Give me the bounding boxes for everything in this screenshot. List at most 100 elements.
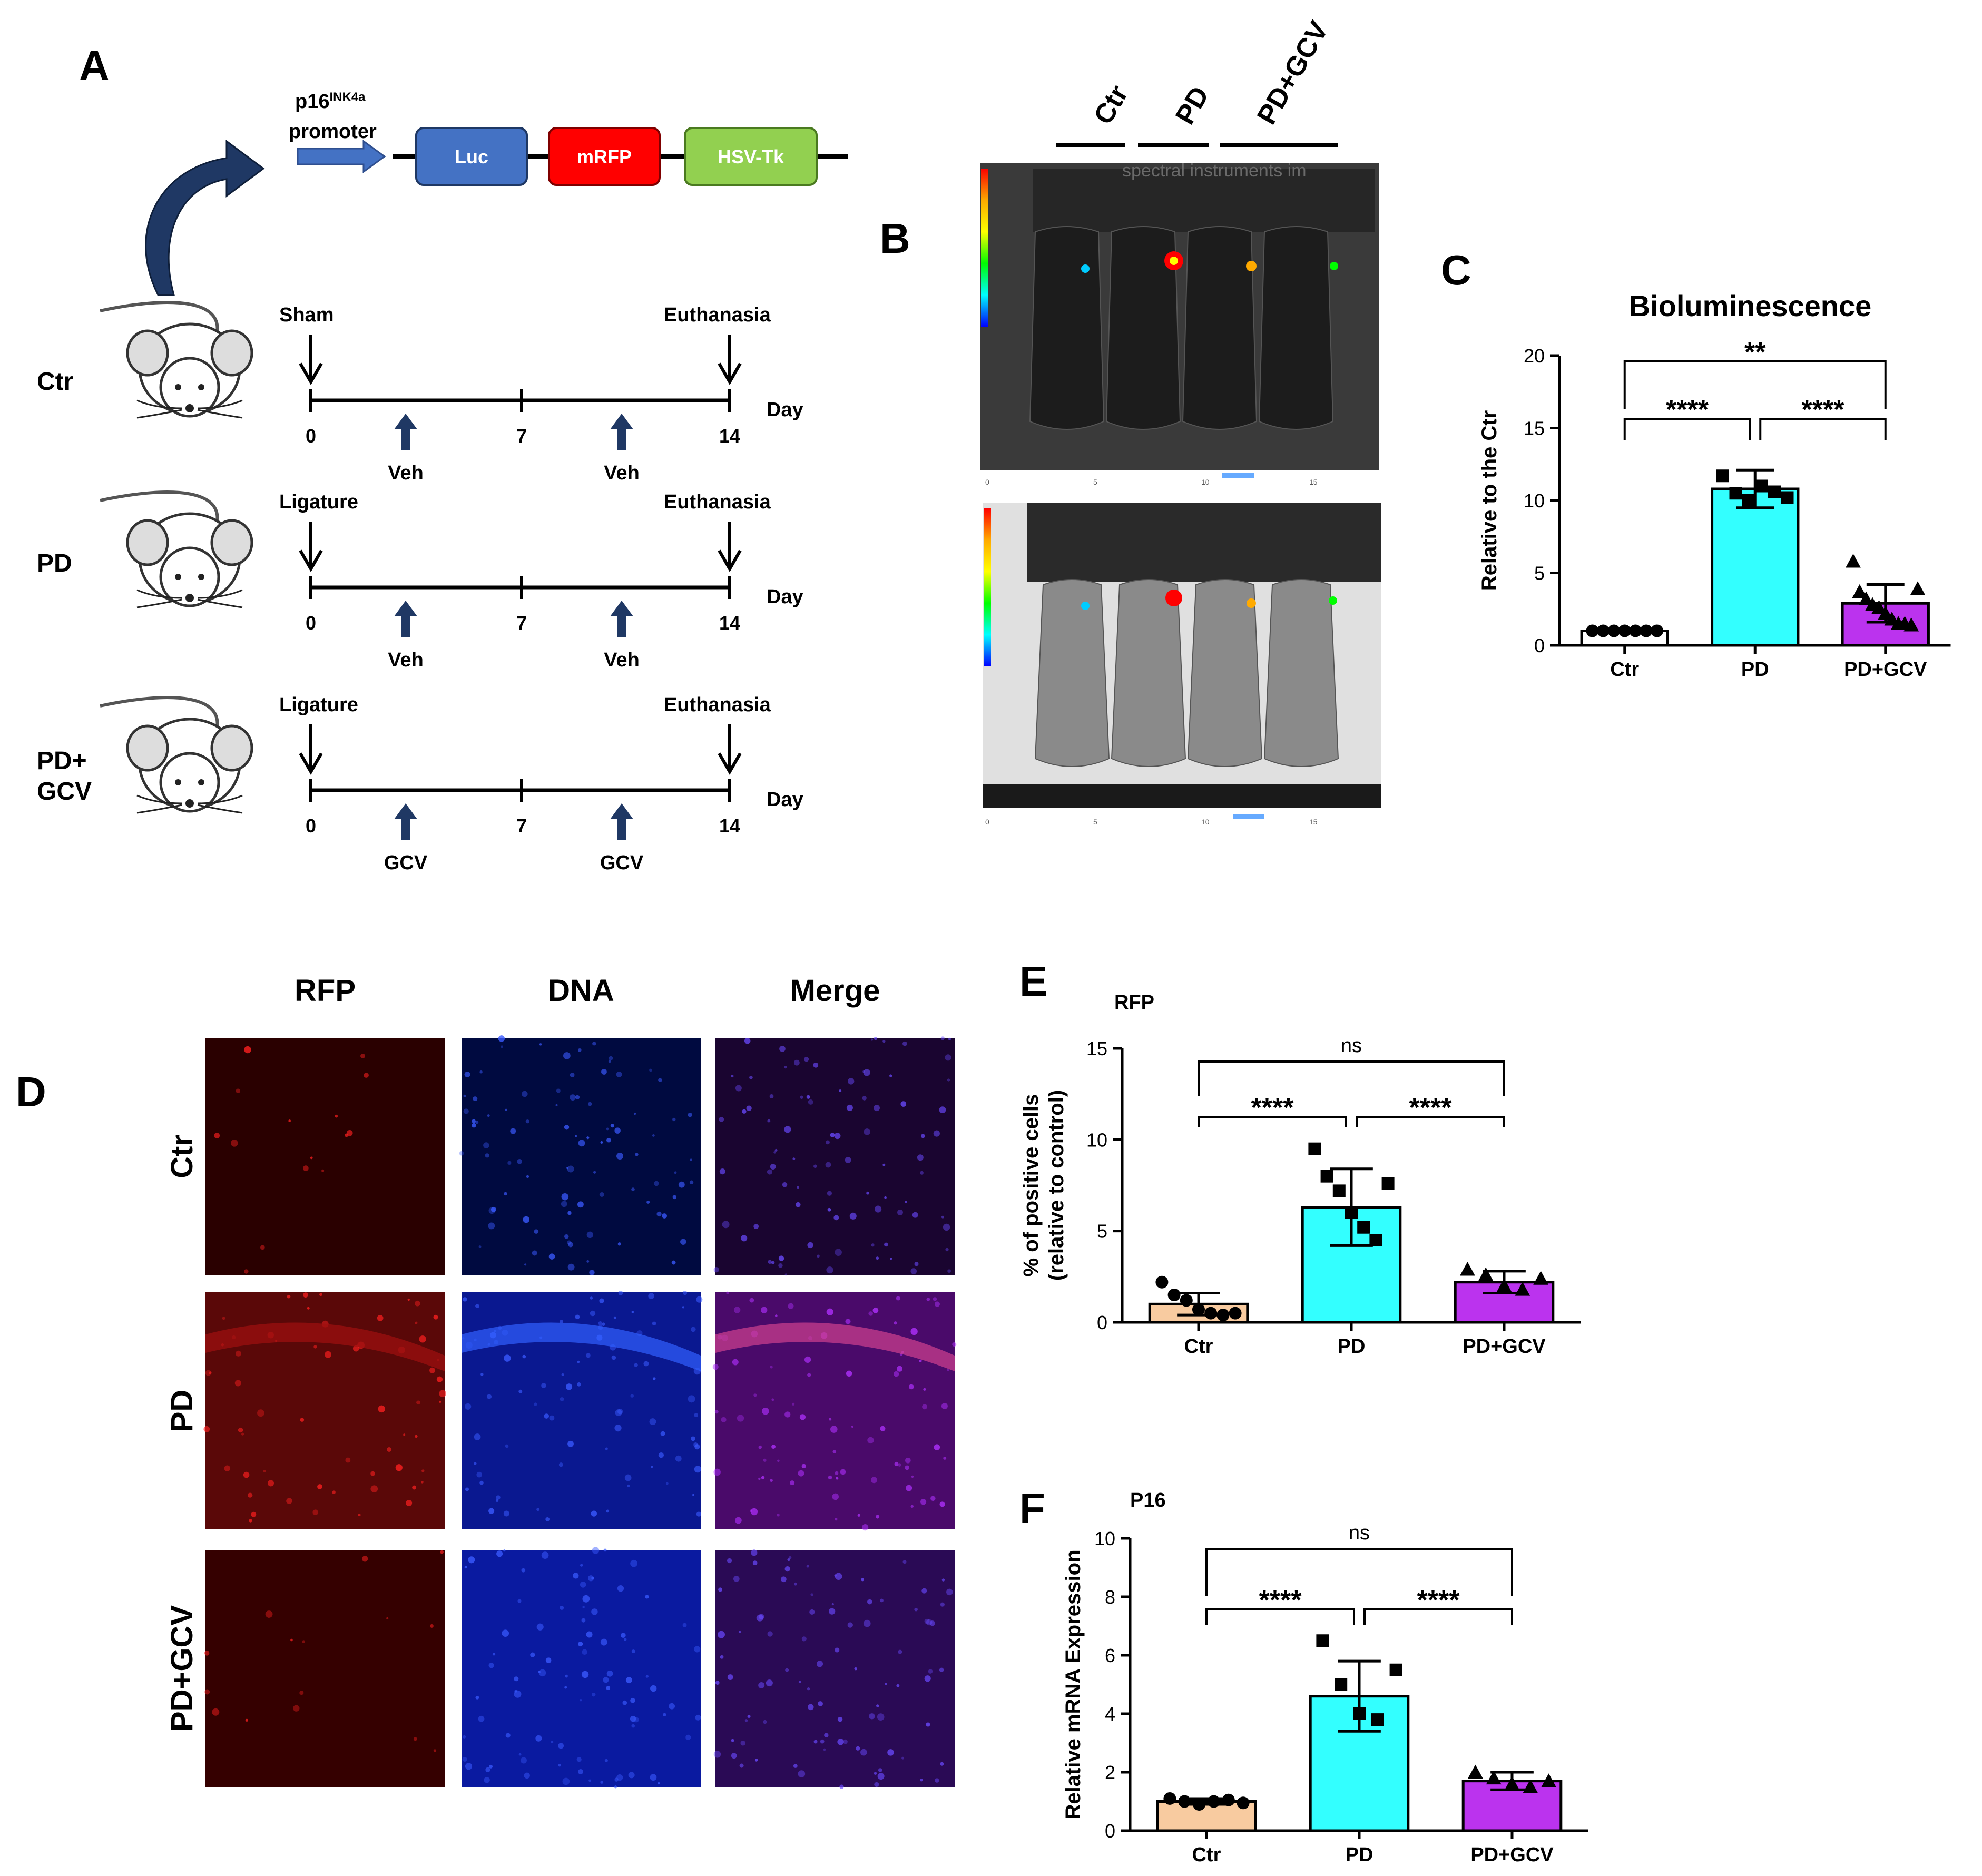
micrograph-image <box>459 1035 701 1275</box>
significance-bracket <box>1205 1608 1355 1625</box>
y-tick-label: 20 <box>1524 345 1545 367</box>
data-point <box>1460 1262 1475 1276</box>
y-tick-label: 5 <box>1534 563 1545 584</box>
x-tick-label: Ctr <box>1192 1844 1221 1866</box>
promoter-word: promoter <box>289 121 377 143</box>
data-point <box>1729 487 1742 500</box>
data-point <box>1163 1792 1176 1805</box>
data-point <box>1357 1221 1370 1234</box>
y-axis-label: Relative mRNA Expression <box>1062 1549 1085 1819</box>
data-point <box>1871 600 1887 614</box>
scale-number: 5 <box>1093 478 1097 486</box>
significance-bracket <box>1356 1116 1505 1127</box>
heat-scale-bar-bottom <box>984 508 991 666</box>
data-point <box>1852 584 1868 598</box>
timeline-tick: 0 <box>306 612 316 634</box>
data-point <box>1596 624 1610 637</box>
significance-bracket <box>1759 418 1887 440</box>
treatment-label: Veh <box>388 649 424 671</box>
data-point <box>1504 1776 1520 1791</box>
data-point <box>1216 1309 1230 1322</box>
micrograph-image <box>205 1038 445 1275</box>
timeline-tick: 14 <box>719 425 740 447</box>
data-point <box>1878 606 1893 620</box>
imaging-watermark: spectral instruments im <box>1122 161 1307 181</box>
gene-label-hsvtk: HSV-Tk <box>718 146 784 168</box>
data-point <box>1742 494 1755 507</box>
y-tick-label: 10 <box>1094 1528 1115 1549</box>
imaging-header-pd: PD <box>1170 81 1215 130</box>
data-point <box>1335 1678 1348 1691</box>
data-point <box>1486 1770 1502 1785</box>
data-point <box>1846 554 1861 568</box>
data-point <box>1858 591 1874 605</box>
scale-number: 15 <box>1309 818 1318 826</box>
gene-box-mrfp <box>548 127 661 186</box>
y-axis-label: % of positive cells <box>1019 1094 1043 1277</box>
photograph-image <box>983 503 1381 819</box>
gene-box-hsvtk <box>684 127 818 186</box>
micrograph-image <box>462 1547 701 1789</box>
imaging-header-ctr: Ctr <box>1088 80 1134 130</box>
treatment-label: Veh <box>388 462 424 484</box>
arrow-up-icon <box>394 414 417 450</box>
treatment-label: Veh <box>604 462 640 484</box>
x-tick-label: Ctr <box>1184 1335 1213 1358</box>
scale-number: 0 <box>985 818 989 826</box>
data-point <box>1345 1206 1358 1219</box>
data-point <box>1541 1773 1556 1787</box>
y-tick-label: 6 <box>1105 1645 1115 1666</box>
data-point <box>1332 1184 1346 1197</box>
significance-label: **** <box>1666 395 1709 425</box>
bar <box>1711 487 1800 647</box>
data-point <box>1618 624 1631 637</box>
data-point <box>1781 491 1794 504</box>
gene-label-luc: Luc <box>455 146 488 168</box>
y-tick-label: 10 <box>1086 1129 1107 1151</box>
scale-number: 10 <box>1201 478 1210 486</box>
scale-number: 10 <box>1201 818 1210 826</box>
significance-bracket <box>1205 1548 1513 1596</box>
data-point <box>1316 1634 1329 1647</box>
timeline-tick: 0 <box>306 425 316 447</box>
data-point <box>1640 624 1653 637</box>
promoter-arrow-icon <box>297 140 386 173</box>
timeline-tick: 14 <box>719 612 740 634</box>
micrograph-column-label: RFP <box>295 974 356 1008</box>
treatment-label: GCV <box>600 852 644 874</box>
significance-bracket <box>1623 360 1887 409</box>
panel-letter-b: B <box>880 215 910 262</box>
significance-bracket <box>1623 418 1751 440</box>
timeline-start-event: Sham <box>279 304 333 326</box>
data-point <box>1910 581 1926 595</box>
x-tick-label: PD+GCV <box>1463 1335 1546 1358</box>
mouse-icon <box>100 696 253 814</box>
data-point <box>1237 1796 1250 1810</box>
x-tick-label: PD+GCV <box>1844 659 1927 681</box>
significance-bracket <box>1198 1116 1347 1127</box>
imaging-group-headers: Ctr PD PD+GCV <box>1056 16 1338 147</box>
data-point <box>1178 1795 1191 1808</box>
significance-label: **** <box>1417 1585 1460 1616</box>
y-axis-label: (relative to control) <box>1045 1090 1068 1281</box>
data-point <box>1207 1795 1220 1808</box>
y-tick-label: 5 <box>1097 1221 1107 1242</box>
arrow-up-icon <box>610 601 633 637</box>
arrow-down-icon <box>718 752 742 775</box>
group-label: PD+ <box>37 747 87 775</box>
timeline-unit: Day <box>767 789 803 811</box>
promoter-label: p16INK4a <box>295 90 366 113</box>
data-point <box>1716 469 1729 483</box>
chart-title: P16 <box>1130 1489 1166 1511</box>
panel-letter-c: C <box>1441 247 1471 293</box>
treatment-label: GCV <box>384 852 428 874</box>
panel-letter-f: F <box>1019 1485 1045 1531</box>
micrograph-image <box>713 1549 955 1789</box>
data-point <box>1167 1289 1181 1301</box>
